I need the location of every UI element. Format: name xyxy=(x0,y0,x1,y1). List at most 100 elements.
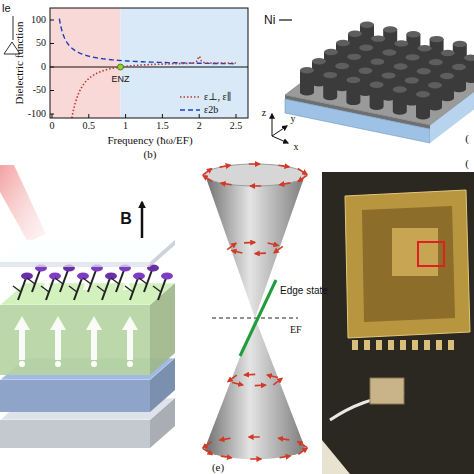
top-plate xyxy=(0,240,175,267)
x-tick xyxy=(52,114,53,118)
material-label: Ni xyxy=(264,14,275,26)
axis-arrow xyxy=(272,126,287,136)
fermi-label: EF xyxy=(290,325,302,335)
legend-sample xyxy=(180,109,200,110)
edge-state-label: Edge state xyxy=(280,286,328,296)
spin-texture-arrow xyxy=(221,183,232,185)
chip-board xyxy=(345,190,470,338)
ni-pillar xyxy=(346,77,360,105)
eps-2b-curve xyxy=(59,19,236,64)
spin-texture-arrow xyxy=(220,165,231,167)
x-tick-label: 1 xyxy=(123,121,128,131)
eps-perp-curve xyxy=(72,56,236,118)
spin-texture-arrow xyxy=(203,169,212,175)
spin-texture-arrow xyxy=(220,438,231,440)
spin-texture-arrow xyxy=(227,243,236,249)
y-axis-title: Dielectric function xyxy=(14,22,25,105)
contact-pad xyxy=(364,340,370,350)
spin-texture-arrow xyxy=(203,176,212,182)
zero-line xyxy=(50,67,248,68)
spin-texture-arrow xyxy=(255,384,266,386)
ni-pillar xyxy=(452,64,466,92)
upper-cone-rim xyxy=(205,164,305,186)
molecule xyxy=(13,273,33,301)
y-tick-label: 50 xyxy=(36,38,46,48)
spin-dot xyxy=(19,361,25,367)
contact-pad xyxy=(412,340,418,350)
x-tick xyxy=(162,114,163,118)
edge-state-line xyxy=(240,280,276,356)
cut-label: le xyxy=(2,3,11,14)
y-tick-label: -50 xyxy=(33,85,46,95)
molecule xyxy=(125,273,145,301)
spin-texture-arrow xyxy=(280,456,291,458)
spin-texture-arrow xyxy=(228,375,237,382)
axis-label: z xyxy=(262,108,266,118)
spin-texture-arrow xyxy=(268,243,279,246)
y-tick xyxy=(50,67,54,68)
contact-pad xyxy=(400,340,406,350)
chip-die xyxy=(392,228,438,276)
contact-pad xyxy=(376,340,382,350)
spin-texture-arrow xyxy=(274,246,283,252)
spin-arrow xyxy=(86,316,102,360)
chip-inner xyxy=(362,206,455,322)
contact-pad xyxy=(436,340,442,350)
magnetic-layer xyxy=(0,283,175,375)
spin-texture-arrow xyxy=(249,436,260,438)
x-tick-label: 2.5 xyxy=(230,121,243,131)
y-tick xyxy=(50,20,54,21)
molecule xyxy=(41,273,61,301)
spin-texture-arrow xyxy=(278,165,289,167)
y-tick-label: -100 xyxy=(28,109,46,119)
field-label: B xyxy=(120,211,132,227)
upper-cone xyxy=(205,175,305,318)
panel-label: (e) xyxy=(212,462,224,473)
x-tick-label: 2 xyxy=(197,121,202,131)
spin-arrow xyxy=(50,316,66,360)
spin-texture-arrow xyxy=(298,175,307,181)
panel-label: ( xyxy=(465,158,469,169)
spin-texture-arrow xyxy=(280,183,291,185)
spin-texture-arrow xyxy=(298,441,307,447)
x-tick-label: 0 xyxy=(50,121,55,131)
ni-pillar xyxy=(370,82,384,110)
x-axis-title: Frequency (ħω/EF) xyxy=(107,135,192,146)
contact-pad xyxy=(448,340,454,350)
field-arrow xyxy=(141,202,144,238)
bright-corner xyxy=(322,440,350,474)
y-tick-label: 0 xyxy=(41,62,46,72)
contact-pad xyxy=(352,340,358,350)
plot-frame xyxy=(50,8,248,118)
axis-label: y xyxy=(291,114,296,124)
spin-texture-arrow xyxy=(203,449,212,455)
axis-arrow xyxy=(272,136,288,143)
legend-sample xyxy=(180,96,200,98)
y-tick xyxy=(50,43,54,44)
spin-dot xyxy=(55,361,61,367)
ni-pillar xyxy=(323,72,337,100)
spin-texture-arrow xyxy=(278,438,289,440)
lower-cone xyxy=(205,318,305,459)
spin-texture-arrow xyxy=(250,185,261,187)
molecule xyxy=(97,273,117,301)
axis-label: x xyxy=(294,142,299,152)
legend-text: ε2b xyxy=(204,105,218,115)
ni-pillar xyxy=(428,82,442,110)
ni-pillar xyxy=(440,73,454,101)
contact-pad xyxy=(388,340,394,350)
ni-film-top xyxy=(285,38,474,125)
contact-pad xyxy=(424,340,430,350)
spin-texture-arrow xyxy=(267,375,278,378)
x-tick xyxy=(125,114,126,118)
enz-point xyxy=(117,64,123,70)
x-tick xyxy=(236,114,237,118)
fermi-level xyxy=(212,318,298,319)
spin-texture-arrow xyxy=(221,456,232,458)
axis-arrow xyxy=(272,114,273,136)
highlight-box xyxy=(418,242,444,266)
ni-pillar xyxy=(300,67,314,95)
panel-label: ( xyxy=(465,133,469,144)
